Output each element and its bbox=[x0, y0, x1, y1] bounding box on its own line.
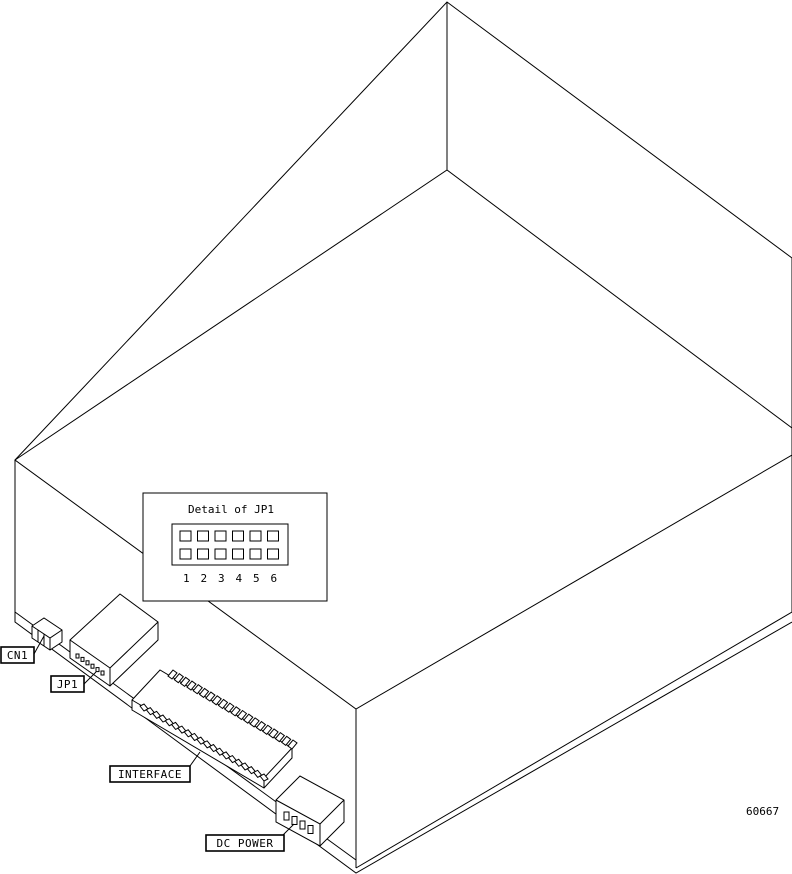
interface-pin bbox=[243, 713, 254, 724]
detail-pin-row1-6 bbox=[267, 530, 279, 542]
interface-pins bbox=[139, 669, 298, 782]
interface-pin bbox=[198, 687, 210, 699]
interface-connector bbox=[131, 669, 298, 789]
drive-enclosure bbox=[14, 1, 792, 869]
dc-power-pin bbox=[291, 816, 298, 825]
jp1-pins bbox=[75, 653, 105, 676]
detail-pin-row2-2 bbox=[197, 548, 209, 560]
interface-pin bbox=[236, 709, 248, 721]
cn1-callout: CN1 bbox=[0, 646, 35, 664]
jp1-pin bbox=[75, 653, 80, 659]
detail-pin-row2-1 bbox=[179, 548, 192, 560]
interface-callout: INTERFACE bbox=[109, 765, 191, 783]
detail-pin-row2-4 bbox=[232, 548, 244, 560]
interface-pin bbox=[280, 735, 292, 747]
dc-power-pin bbox=[299, 820, 306, 830]
detail-pin-row1-5 bbox=[249, 530, 262, 542]
jp1-pin bbox=[85, 660, 90, 666]
pin-number-label: 3 bbox=[218, 572, 225, 585]
jp1-pin bbox=[80, 656, 85, 662]
dc-power-pin bbox=[283, 811, 290, 821]
interface-pin bbox=[249, 717, 260, 728]
detail-pin-row1-1 bbox=[179, 530, 192, 542]
interface-pin bbox=[179, 676, 191, 688]
detail-pin-row1-3 bbox=[214, 530, 227, 542]
interface-pin bbox=[268, 728, 279, 739]
jp1-pin bbox=[100, 670, 105, 676]
detail-pin-row1-2 bbox=[197, 530, 209, 542]
dc-power-pin bbox=[307, 825, 314, 834]
pin-number-label: 4 bbox=[236, 572, 243, 585]
interface-pin bbox=[217, 698, 229, 710]
cn1-label: CN1 bbox=[7, 649, 28, 662]
interface-pin bbox=[262, 724, 273, 735]
jp1-jumper-block bbox=[69, 593, 159, 687]
dc-power-label: DC POWER bbox=[217, 837, 274, 850]
jp1-pin bbox=[90, 663, 95, 669]
detail-pin-grid bbox=[179, 530, 279, 560]
pin-number-label: 6 bbox=[271, 572, 278, 585]
interface-pin bbox=[211, 695, 222, 706]
interface-pin bbox=[287, 739, 298, 750]
interface-pin bbox=[224, 702, 235, 713]
interface-pin bbox=[230, 706, 241, 717]
dc-power-pins bbox=[283, 811, 314, 834]
interface-pin bbox=[259, 773, 269, 782]
detail-pin-row2-5 bbox=[249, 548, 262, 560]
detail-pin-row2-6 bbox=[267, 548, 279, 560]
jp1-pin bbox=[95, 667, 100, 673]
interface-pin bbox=[186, 680, 197, 691]
dc-power-callout: DC POWER bbox=[205, 834, 285, 852]
interface-pin bbox=[274, 731, 286, 743]
interface-pin bbox=[205, 691, 216, 702]
jp1-callout: JP1 bbox=[50, 675, 85, 693]
pin-number-label: 5 bbox=[253, 572, 260, 585]
interface-pin bbox=[173, 672, 185, 684]
interface-pin bbox=[192, 684, 203, 695]
callout-leaders bbox=[33, 635, 295, 837]
dc-power-connector bbox=[275, 775, 345, 847]
detail-title: Detail of JP1 bbox=[188, 503, 274, 516]
interface-label: INTERFACE bbox=[118, 768, 182, 781]
jp1-label: JP1 bbox=[57, 678, 78, 691]
pin-number-label: 2 bbox=[201, 572, 208, 585]
figure-number: 60667 bbox=[746, 805, 779, 818]
cn1-connector bbox=[31, 617, 63, 651]
detail-pin-row1-4 bbox=[232, 530, 244, 542]
detail-pin-row2-3 bbox=[214, 548, 227, 560]
interface-pin bbox=[167, 669, 178, 680]
pin-number-label: 1 bbox=[183, 572, 190, 585]
interface-pin bbox=[255, 720, 267, 732]
